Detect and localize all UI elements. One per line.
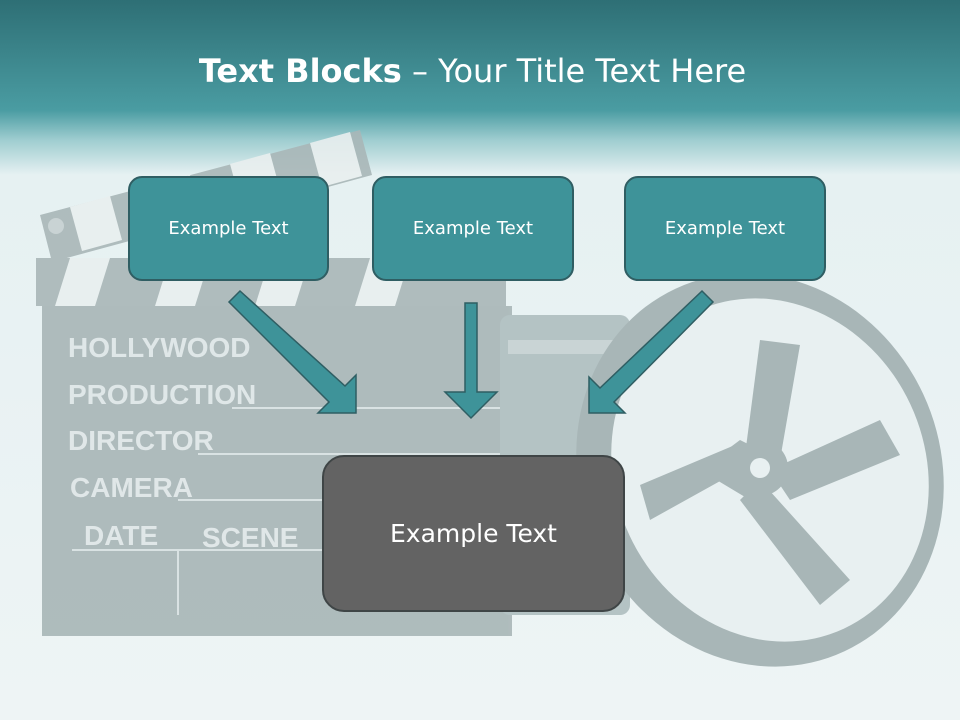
text-block-label: Example Text <box>390 519 557 548</box>
slide-title-dash: – <box>401 52 439 90</box>
clapper-label: SCENE <box>202 522 298 553</box>
text-block-main[interactable]: Example Text <box>322 455 625 612</box>
slide-title-bold: Text Blocks <box>198 52 402 90</box>
text-block-top-left[interactable]: Example Text <box>128 176 329 281</box>
clapper-label: CAMERA <box>70 472 193 503</box>
slide-title-rest: Your Title Text Here <box>438 52 747 90</box>
text-block-label: Example Text <box>664 218 786 239</box>
text-block-top-right[interactable]: Example Text <box>624 176 826 281</box>
slide-title: Text Blocks – Your Title Text Here <box>0 52 945 90</box>
clapper-label: PRODUCTION <box>68 379 256 410</box>
text-block-top-center[interactable]: Example Text <box>372 176 574 281</box>
clapper-label: DIRECTOR <box>68 425 214 456</box>
text-block-label: Example Text <box>412 218 534 239</box>
clapper-label: DATE <box>84 520 158 551</box>
clapper-label: HOLLYWOOD <box>68 332 251 363</box>
text-block-label: Example Text <box>168 218 289 239</box>
